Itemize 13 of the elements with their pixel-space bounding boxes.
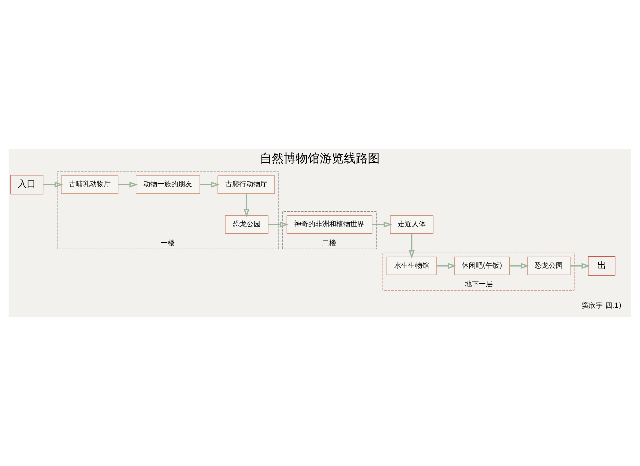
arrow: [268, 222, 289, 228]
arrow: [244, 194, 250, 218]
arrow: [570, 263, 590, 270]
arrow: [436, 263, 457, 270]
arrow: [372, 222, 392, 228]
arrow: [118, 182, 138, 188]
arrow: [200, 182, 220, 188]
arrow: [44, 182, 64, 188]
node-box: 入口: [10, 175, 44, 195]
diagram-title: 自然博物馆游览线路图: [260, 152, 380, 166]
node-box: 出: [588, 256, 616, 276]
arrow: [510, 263, 530, 270]
arrow: [409, 234, 415, 259]
